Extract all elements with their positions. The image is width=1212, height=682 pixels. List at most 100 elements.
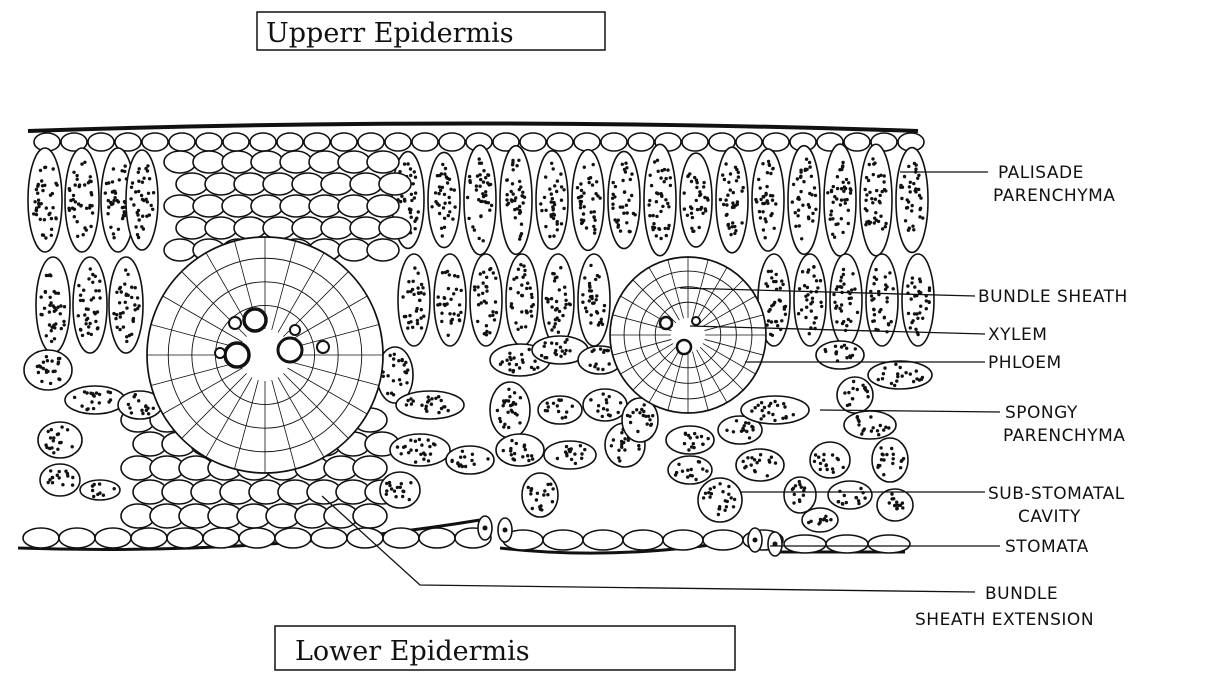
- chloroplast: [881, 377, 884, 380]
- chloroplast: [648, 199, 651, 202]
- chloroplast: [829, 218, 832, 221]
- chloroplast: [768, 308, 771, 311]
- chloroplast: [805, 306, 808, 309]
- chloroplast: [835, 197, 838, 200]
- bse-cell: [234, 173, 266, 195]
- chloroplast: [471, 453, 474, 456]
- chloroplast: [868, 191, 871, 194]
- chloroplast: [535, 498, 538, 501]
- chloroplast: [48, 304, 51, 307]
- chloroplast: [90, 400, 93, 403]
- chloroplast: [399, 383, 402, 386]
- chloroplast: [797, 312, 800, 315]
- chloroplast: [727, 223, 730, 226]
- chloroplast: [438, 212, 441, 215]
- chloroplast: [132, 203, 135, 206]
- chloroplast: [78, 183, 81, 186]
- chloroplast: [664, 227, 667, 230]
- chloroplast: [71, 483, 74, 486]
- chloroplast: [530, 314, 533, 317]
- chloroplast: [59, 312, 62, 315]
- chloroplast: [896, 507, 899, 510]
- chloroplast: [770, 456, 773, 459]
- chloroplast: [848, 403, 851, 406]
- chloroplast: [422, 292, 425, 295]
- chloroplast: [414, 440, 417, 443]
- chloroplast: [449, 298, 452, 301]
- chloroplast: [428, 445, 431, 448]
- spongy-cell: [816, 341, 864, 369]
- bse-cell: [350, 217, 382, 239]
- chloroplast: [558, 399, 561, 402]
- chloroplast: [411, 326, 414, 329]
- chloroplast: [831, 453, 834, 456]
- chloroplast: [807, 203, 810, 206]
- chloroplast: [412, 293, 415, 296]
- chloroplast: [697, 460, 700, 463]
- chloroplast: [607, 413, 610, 416]
- chloroplast: [546, 483, 549, 486]
- chloroplast: [486, 457, 489, 460]
- chloroplast: [409, 397, 412, 400]
- chloroplast: [819, 279, 822, 282]
- chloroplast: [485, 324, 488, 327]
- chloroplast: [52, 304, 55, 307]
- chloroplast: [690, 180, 693, 183]
- chloroplast: [824, 350, 827, 353]
- chloroplast: [141, 215, 144, 218]
- chloroplast: [651, 414, 654, 417]
- chloroplast: [691, 216, 694, 219]
- chloroplast: [845, 178, 848, 181]
- chloroplast: [514, 321, 517, 324]
- chloroplast: [125, 335, 128, 338]
- chloroplast: [580, 452, 583, 455]
- chloroplast: [792, 413, 795, 416]
- chloroplast: [430, 397, 433, 400]
- chloroplast: [503, 423, 506, 426]
- chloroplast: [866, 390, 869, 393]
- chloroplast: [767, 411, 770, 414]
- chloroplast: [427, 395, 430, 398]
- chloroplast: [693, 176, 696, 179]
- chloroplast: [511, 163, 514, 166]
- chloroplast: [496, 409, 499, 412]
- vascular-bundle-small: [610, 257, 766, 413]
- chloroplast: [394, 495, 397, 498]
- chloroplast: [659, 176, 662, 179]
- chloroplast: [770, 276, 773, 279]
- big-xylem-vessel: [317, 341, 329, 353]
- chloroplast: [125, 306, 128, 309]
- chloroplast: [776, 324, 779, 327]
- chloroplast: [691, 474, 694, 477]
- chloroplast: [801, 204, 804, 207]
- chloroplast: [553, 213, 556, 216]
- chloroplast: [63, 305, 66, 308]
- chloroplast: [814, 208, 817, 211]
- chloroplast: [561, 349, 564, 352]
- chloroplast: [58, 470, 61, 473]
- chloroplast: [89, 225, 92, 228]
- chloroplast: [403, 370, 406, 373]
- chloroplast: [726, 500, 729, 503]
- chloroplast: [717, 513, 720, 516]
- chloroplast: [510, 439, 513, 442]
- chloroplast: [420, 283, 423, 286]
- chloroplast: [910, 321, 913, 324]
- chloroplast: [419, 316, 422, 319]
- chloroplast: [832, 293, 835, 296]
- lower-epidermal-cell: [203, 528, 239, 548]
- chloroplast: [564, 299, 567, 302]
- chloroplast: [617, 449, 620, 452]
- chloroplast: [406, 399, 409, 402]
- chloroplast: [52, 436, 55, 439]
- chloroplast: [544, 225, 547, 228]
- chloroplast: [475, 188, 478, 191]
- chloroplast: [51, 206, 54, 209]
- chloroplast: [479, 178, 482, 181]
- chloroplast: [414, 460, 417, 463]
- chloroplast: [653, 160, 656, 163]
- chloroplast: [784, 313, 787, 316]
- chloroplast: [416, 322, 419, 325]
- chloroplast: [830, 189, 833, 192]
- chloroplast: [601, 368, 604, 371]
